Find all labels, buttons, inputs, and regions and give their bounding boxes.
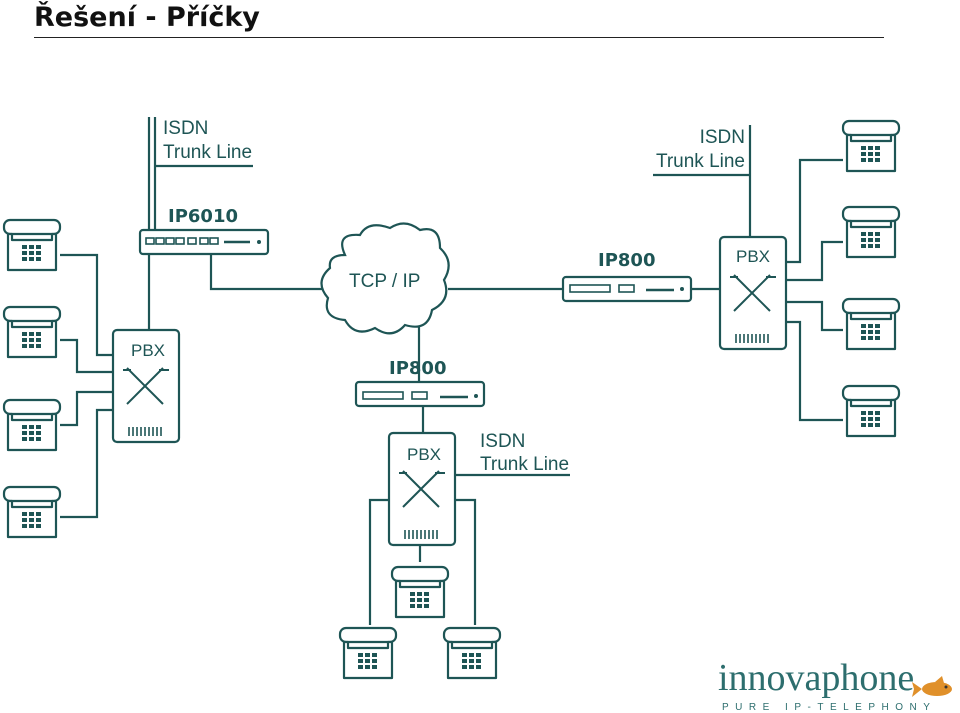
phone-icon bbox=[2, 305, 62, 359]
innovaphone-logo: innovaphone PURE IP-TELEPHONY bbox=[718, 657, 952, 713]
title-underline bbox=[34, 37, 884, 38]
ip6010-label: IP6010 bbox=[168, 206, 238, 227]
phone-icon bbox=[338, 626, 398, 680]
trunk-line-label-top-left: Trunk Line bbox=[163, 142, 252, 163]
fish-icon bbox=[912, 676, 952, 697]
trunk-line-label-bottom: Trunk Line bbox=[480, 454, 569, 475]
isdn-label-bottom: ISDN bbox=[480, 431, 525, 452]
phone-icon bbox=[841, 384, 901, 438]
phone-icon bbox=[390, 565, 450, 619]
logo-tagline: PURE IP-TELEPHONY bbox=[722, 702, 936, 713]
pbx-right-label: PBX bbox=[736, 247, 770, 266]
phone-icon bbox=[2, 218, 62, 272]
trunk-line-label-top-right: Trunk Line bbox=[656, 151, 745, 172]
connection-lines bbox=[60, 117, 843, 625]
logo-wordmark: innovaphone bbox=[718, 657, 914, 699]
ip6010-gateway bbox=[138, 228, 270, 256]
cloud-label: TCP / IP bbox=[349, 271, 420, 292]
ip800-bottom-label: IP800 bbox=[389, 358, 446, 379]
pbx-left-label: PBX bbox=[131, 341, 165, 360]
phone-icon bbox=[841, 119, 901, 173]
ip800-right-label: IP800 bbox=[598, 250, 655, 271]
phone-icon bbox=[2, 398, 62, 452]
page-title: Řešení - Příčky bbox=[34, 2, 260, 33]
pbx-bottom-label: PBX bbox=[407, 445, 441, 464]
phone-icon bbox=[2, 485, 62, 539]
phone-icon bbox=[442, 626, 502, 680]
phone-icon bbox=[841, 205, 901, 259]
ip800-right-gateway bbox=[561, 275, 693, 303]
ip800-bottom-gateway bbox=[354, 380, 486, 408]
isdn-label-top-right: ISDN bbox=[700, 127, 745, 148]
tcp-ip-cloud bbox=[320, 222, 450, 335]
phone-icon bbox=[841, 297, 901, 351]
isdn-label-top-left: ISDN bbox=[163, 118, 208, 139]
